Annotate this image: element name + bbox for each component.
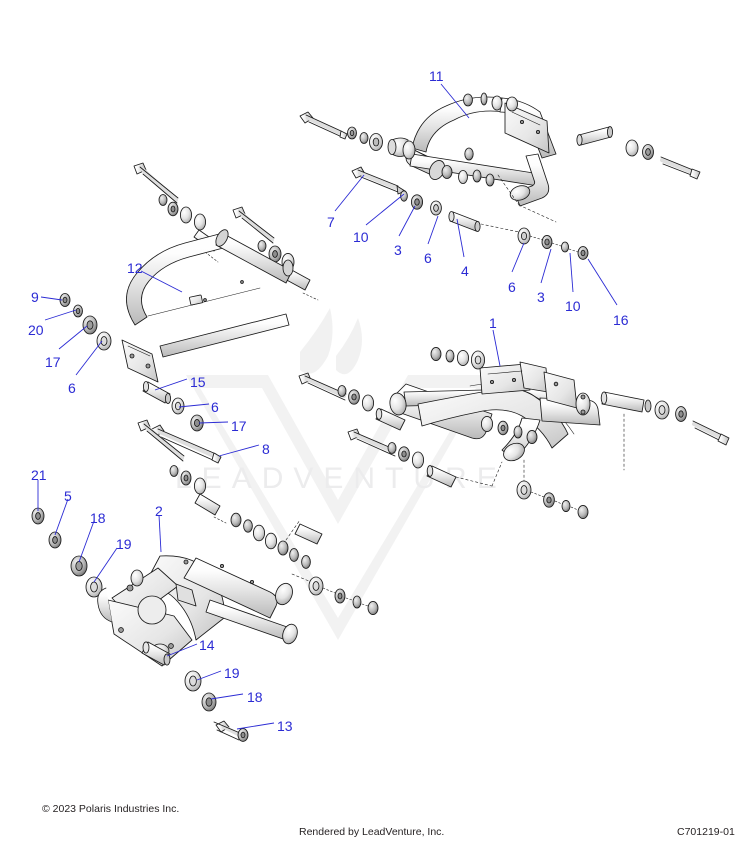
callout-8[interactable]: 8 <box>262 441 270 457</box>
leader-line-18 <box>210 693 244 700</box>
leader-line-17 <box>58 325 88 350</box>
leader-line-19 <box>196 670 222 681</box>
callout-3[interactable]: 3 <box>394 242 402 258</box>
bolt-center-right <box>692 420 730 446</box>
leader-line-6 <box>511 242 525 273</box>
callout-17[interactable]: 17 <box>231 418 247 434</box>
diagram-code: C701219-01 <box>677 826 735 838</box>
leader-line-5 <box>54 498 69 536</box>
part-group-2 <box>31 507 379 742</box>
callout-11[interactable]: 11 <box>429 68 444 84</box>
leader-line-1 <box>492 329 501 367</box>
leader-line-11 <box>440 83 470 119</box>
callout-12[interactable]: 12 <box>127 260 143 276</box>
callout-21[interactable]: 21 <box>31 467 47 483</box>
callout-1[interactable]: 1 <box>489 315 497 331</box>
bolt-lower-left-assembly <box>137 419 185 462</box>
callout-19[interactable]: 19 <box>224 665 240 681</box>
callout-18[interactable]: 18 <box>247 689 263 705</box>
callout-5[interactable]: 5 <box>64 488 72 504</box>
part-group-11 <box>299 92 701 260</box>
leader-line-10 <box>569 252 574 293</box>
callout-15[interactable]: 15 <box>190 374 206 390</box>
callout-17[interactable]: 17 <box>45 354 61 370</box>
leader-line-6 <box>178 403 210 408</box>
callout-6[interactable]: 6 <box>508 279 516 295</box>
leader-line-7 <box>334 174 365 212</box>
callout-13[interactable]: 13 <box>277 718 293 734</box>
leader-line-19 <box>93 547 118 583</box>
callout-leader-lines <box>37 83 618 730</box>
rendered-by-notice: Rendered by LeadVenture, Inc. <box>299 826 445 838</box>
leader-line-10 <box>365 193 405 226</box>
leader-line-12 <box>140 270 183 293</box>
callout-3[interactable]: 3 <box>537 289 545 305</box>
callout-6[interactable]: 6 <box>68 380 76 396</box>
callout-14[interactable]: 14 <box>199 637 215 653</box>
leader-line-3 <box>540 248 552 284</box>
callout-6[interactable]: 6 <box>424 250 432 266</box>
part-group-12 <box>59 162 319 524</box>
part-group-1 <box>298 346 730 520</box>
copyright-notice: © 2023 Polaris Industries Inc. <box>42 803 180 815</box>
leader-line-18 <box>78 520 95 563</box>
callout-16[interactable]: 16 <box>613 312 629 328</box>
bolt-item-13 <box>213 720 249 742</box>
bolt-12-upper <box>133 162 179 204</box>
bolt-center-left-upper <box>298 372 347 401</box>
leader-line-20 <box>44 309 77 321</box>
leader-line-2 <box>158 514 162 553</box>
bolt-12-right <box>232 206 275 244</box>
leader-line-15 <box>154 378 188 391</box>
leader-line-9 <box>40 296 63 301</box>
callout-10[interactable]: 10 <box>565 298 581 314</box>
callout-19[interactable]: 19 <box>116 536 132 552</box>
leader-line-17 <box>198 421 229 424</box>
leader-line-6 <box>427 215 439 245</box>
callout-6[interactable]: 6 <box>211 399 219 415</box>
leader-line-3 <box>398 205 416 237</box>
leader-line-4 <box>456 218 465 258</box>
callout-10[interactable]: 10 <box>353 229 369 245</box>
leader-line-16 <box>587 258 618 306</box>
leader-line-8 <box>218 444 260 457</box>
leader-line-13 <box>236 722 275 730</box>
bolt-upper-left <box>299 111 348 140</box>
callout-4[interactable]: 4 <box>461 263 469 279</box>
leader-line-6 <box>75 340 103 376</box>
callout-18[interactable]: 18 <box>90 510 106 526</box>
bolt-item-8 <box>151 424 222 464</box>
bolt-item-7 <box>351 166 406 195</box>
leader-line-14 <box>166 643 198 657</box>
callout-9[interactable]: 9 <box>31 289 39 305</box>
callout-20[interactable]: 20 <box>28 322 44 338</box>
callout-7[interactable]: 7 <box>327 214 335 230</box>
callout-2[interactable]: 2 <box>155 503 163 519</box>
